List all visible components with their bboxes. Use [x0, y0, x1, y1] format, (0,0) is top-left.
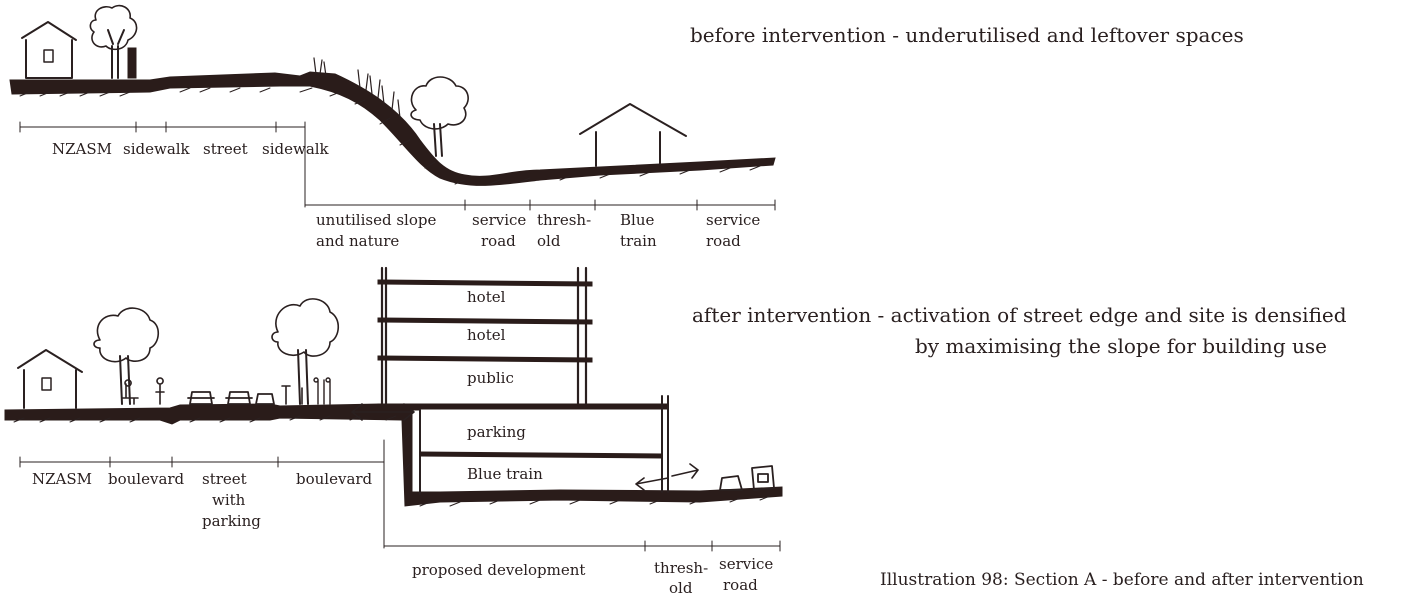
after-label-proposed: proposed development — [412, 561, 585, 579]
before-grass — [313, 57, 401, 119]
before-label-sidewalk-2: sidewalk — [262, 140, 330, 158]
after-label-street-2: with — [212, 491, 246, 509]
after-dimension-bottom — [383, 540, 781, 552]
after-building — [377, 266, 669, 495]
before-label-service-1b: road — [481, 232, 516, 250]
after-cars-icon — [187, 385, 303, 405]
before-section: NZASM sidewalk street sidewalk unutilise… — [9, 4, 1244, 250]
before-caption: before intervention - underutilised and … — [690, 23, 1244, 47]
before-shelter-icon — [579, 103, 687, 167]
before-label-threshold-1b: old — [537, 232, 561, 250]
before-ground — [9, 71, 776, 186]
before-house-icon — [21, 21, 77, 79]
after-floor-hotel-1: hotel — [467, 288, 506, 306]
after-floor-public: public — [467, 369, 514, 387]
after-label-street-1: street — [202, 470, 247, 488]
before-label-street: street — [203, 140, 248, 158]
before-label-service-2a: service — [706, 211, 760, 229]
after-dimension-street — [19, 439, 385, 549]
after-label-threshold-1: thresh- — [654, 559, 708, 577]
after-label-street-3: parking — [202, 512, 261, 530]
before-label-bluetrain-1b: train — [620, 232, 657, 250]
after-section: hotel hotel public parking Blue train NZ… — [4, 266, 1347, 597]
after-caption-line1: after intervention - activation of stree… — [692, 303, 1347, 327]
after-caption-line2: by maximising the slope for building use — [915, 334, 1327, 358]
after-service-vehicles-icon — [719, 465, 775, 491]
after-label-threshold-2: old — [669, 579, 693, 597]
before-label-nzasm: NZASM — [52, 140, 112, 158]
after-floor-hotel-2: hotel — [467, 326, 506, 344]
after-floor-bluetrain: Blue train — [467, 465, 543, 483]
illustration-caption: Illustration 98: Section A - before and … — [880, 570, 1364, 590]
after-label-nzasm: NZASM — [32, 470, 92, 488]
after-access-arrow — [351, 403, 415, 421]
after-train-arrow — [635, 463, 699, 491]
before-label-threshold-1a: thresh- — [537, 211, 591, 229]
after-label-service-2: road — [723, 576, 758, 594]
after-label-service-1: service — [719, 555, 773, 573]
before-label-slope-1: unutilised slope — [316, 211, 436, 229]
after-tree-2-icon — [271, 298, 340, 405]
before-label-slope-2: and nature — [316, 232, 399, 250]
before-slope-tree-icon — [410, 76, 469, 157]
before-label-service-1a: service — [472, 211, 526, 229]
after-floor-parking: parking — [467, 423, 526, 441]
after-label-boulevard-2: boulevard — [296, 470, 373, 488]
before-dimension-top — [19, 121, 306, 208]
before-label-sidewalk-1: sidewalk — [123, 140, 191, 158]
after-label-boulevard-1: boulevard — [108, 470, 185, 488]
before-label-service-2b: road — [706, 232, 741, 250]
before-tree-icon — [89, 4, 138, 79]
before-label-bluetrain-1a: Blue — [620, 211, 654, 229]
after-ground — [4, 403, 783, 507]
after-people-icon — [121, 377, 331, 405]
after-house-icon — [17, 349, 83, 409]
before-dimension-bottom — [304, 199, 776, 211]
